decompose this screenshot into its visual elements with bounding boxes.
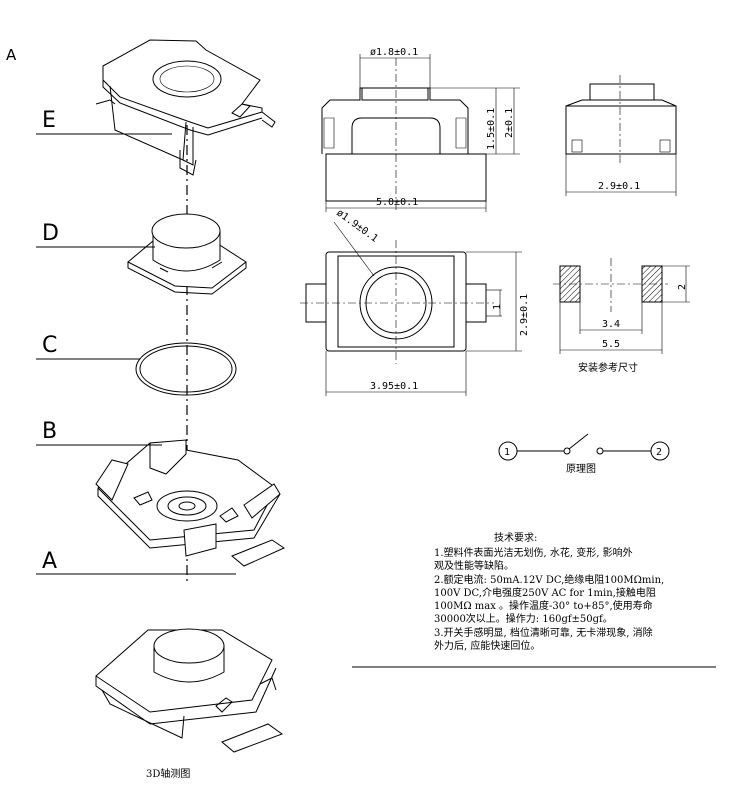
dim-ring-diameter: ø1.9±0.1 [334,208,379,245]
requirements-line-5: 100MΩ max 。操作温度-30° to+85°,使用寿命 [434,599,653,612]
dim-length: 5.0±0.1 [376,197,418,208]
requirements-line-4: 100V DC,介电强度250V AC for 1min,接触电阻 [434,586,656,599]
sheet-letter: A [6,46,17,64]
top-view: ø1.9±0.1 2.9±0.1 1 3.95±0.1 [300,208,530,396]
label-d: D [42,221,59,246]
label-e: E [42,108,56,133]
schematic-pin1: 1 [504,447,510,458]
part-b-base [95,439,286,567]
mounting-footprint: 2 3.4 5.5 安装参考尺寸 [553,258,690,374]
schematic-caption: 原理图 [566,463,596,475]
dim-top-diameter: ø1.8±0.1 [370,47,418,58]
dim-side-width: 2.9±0.1 [598,181,640,192]
caption-3d: 3D轴测图 [146,767,190,780]
dim-body-length: 3.95±0.1 [370,381,418,392]
mount-inner: 3.4 [602,319,620,330]
requirements-line-7: 3.开关手感明显, 档位清晰可靠, 无卡滞现象, 消除 [434,626,653,639]
part-d-actuator [127,213,247,295]
requirements-line-3: 2.额定电流: 50mA.12V DC,绝缘电阻100MΩmin, [434,573,664,586]
dim-body-width: 2.9±0.1 [519,294,530,336]
dim-actuator-height: 1.5±0.1 [486,108,497,150]
mount-outer: 5.5 [602,339,620,350]
requirements-title: 技术要求: [494,531,537,544]
label-b: B [42,419,57,444]
requirements-line-8: 外力后, 应能快速回位。 [434,639,540,652]
mount-caption: 安装参考尺寸 [578,361,638,374]
technical-requirements: 技术要求: 1.塑料件表面光洁无划伤, 水花, 变形, 影响外 观及性能等缺陷。… [352,531,716,668]
dim-total-height: 2±0.1 [504,108,515,138]
part-e-cover [95,39,276,176]
front-view: ø1.8±0.1 1.5±0.1 2±0.1 5.0±0.1 [321,47,520,212]
label-c: C [42,333,57,358]
label-a: A [42,549,57,574]
schematic-pin2: 2 [656,447,662,458]
part-c-ring [135,342,237,396]
mount-height: 2 [677,284,688,290]
schematic: 1 2 原理图 [498,433,670,475]
requirements-line-1: 1.塑料件表面光洁无划伤, 水花, 变形, 影响外 [434,546,633,559]
side-view: 2.9±0.1 [565,75,677,196]
requirements-line-2: 观及性能等缺陷。 [434,559,514,572]
dim-small-gap: 1 [492,304,503,310]
assembled-3d-view [95,628,284,753]
exploded-view: E D C [36,39,286,780]
requirements-line-6: 30000次以上。操作力: 160gf±50gf。 [434,612,613,625]
